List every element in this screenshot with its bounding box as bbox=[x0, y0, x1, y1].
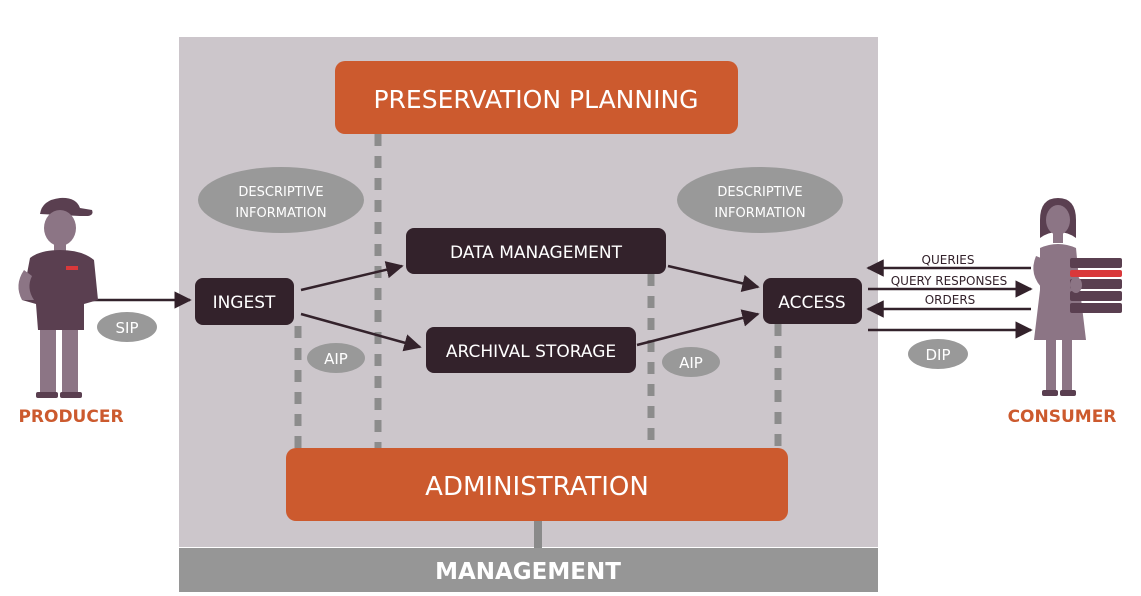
aip-right-label: AIP bbox=[679, 354, 703, 372]
arrow-data-management-to-access bbox=[667, 264, 760, 292]
arrow-ingest-to-archival-storage bbox=[300, 312, 422, 352]
dip-label: DIP bbox=[925, 346, 950, 364]
data-management-label: DATA MANAGEMENT bbox=[450, 243, 623, 263]
aip-left-badge bbox=[307, 343, 365, 373]
producer-icon bbox=[18, 197, 98, 398]
orders-label: ORDERS bbox=[925, 293, 976, 307]
consumer-icon bbox=[1033, 198, 1122, 396]
access-box[interactable] bbox=[763, 278, 862, 324]
dip-badge bbox=[908, 339, 968, 369]
administration-label: ADMINISTRATION bbox=[425, 472, 649, 502]
admin-management-connector bbox=[534, 519, 542, 548]
ingest-box[interactable] bbox=[195, 278, 294, 325]
archival-storage-label: ARCHIVAL STORAGE bbox=[446, 342, 616, 362]
ingest-label: INGEST bbox=[213, 293, 276, 313]
access-label: ACCESS bbox=[778, 293, 845, 313]
descriptive-information-left-line2: INFORMATION bbox=[235, 206, 326, 221]
query-responses-label: QUERY RESPONSES bbox=[891, 274, 1008, 288]
producer-label: PRODUCER bbox=[18, 407, 123, 427]
aip-left-label: AIP bbox=[324, 350, 348, 368]
arrow-archival-storage-to-access bbox=[636, 309, 760, 347]
data-management-box[interactable] bbox=[406, 228, 666, 274]
management-label: MANAGEMENT bbox=[435, 559, 621, 585]
preservation-planning-label: PRESERVATION PLANNING bbox=[373, 85, 698, 114]
descriptive-information-right-line1: DESCRIPTIVE bbox=[717, 185, 802, 200]
descriptive-information-left-line1: DESCRIPTIVE bbox=[238, 185, 323, 200]
descriptive-information-right-line2: INFORMATION bbox=[714, 206, 805, 221]
management-bar bbox=[179, 548, 878, 592]
archival-storage-box[interactable] bbox=[426, 327, 636, 373]
descriptive-information-right bbox=[677, 167, 843, 233]
sip-badge bbox=[97, 312, 157, 342]
arrow-ingest-to-data-management bbox=[300, 261, 404, 292]
sip-label: SIP bbox=[116, 319, 139, 337]
consumer-label: CONSUMER bbox=[1008, 407, 1117, 427]
aip-right-badge bbox=[662, 347, 720, 377]
preservation-planning-box[interactable] bbox=[335, 61, 738, 134]
administration-box[interactable] bbox=[286, 448, 788, 521]
descriptive-information-left bbox=[198, 167, 364, 233]
queries-label: QUERIES bbox=[922, 253, 975, 267]
